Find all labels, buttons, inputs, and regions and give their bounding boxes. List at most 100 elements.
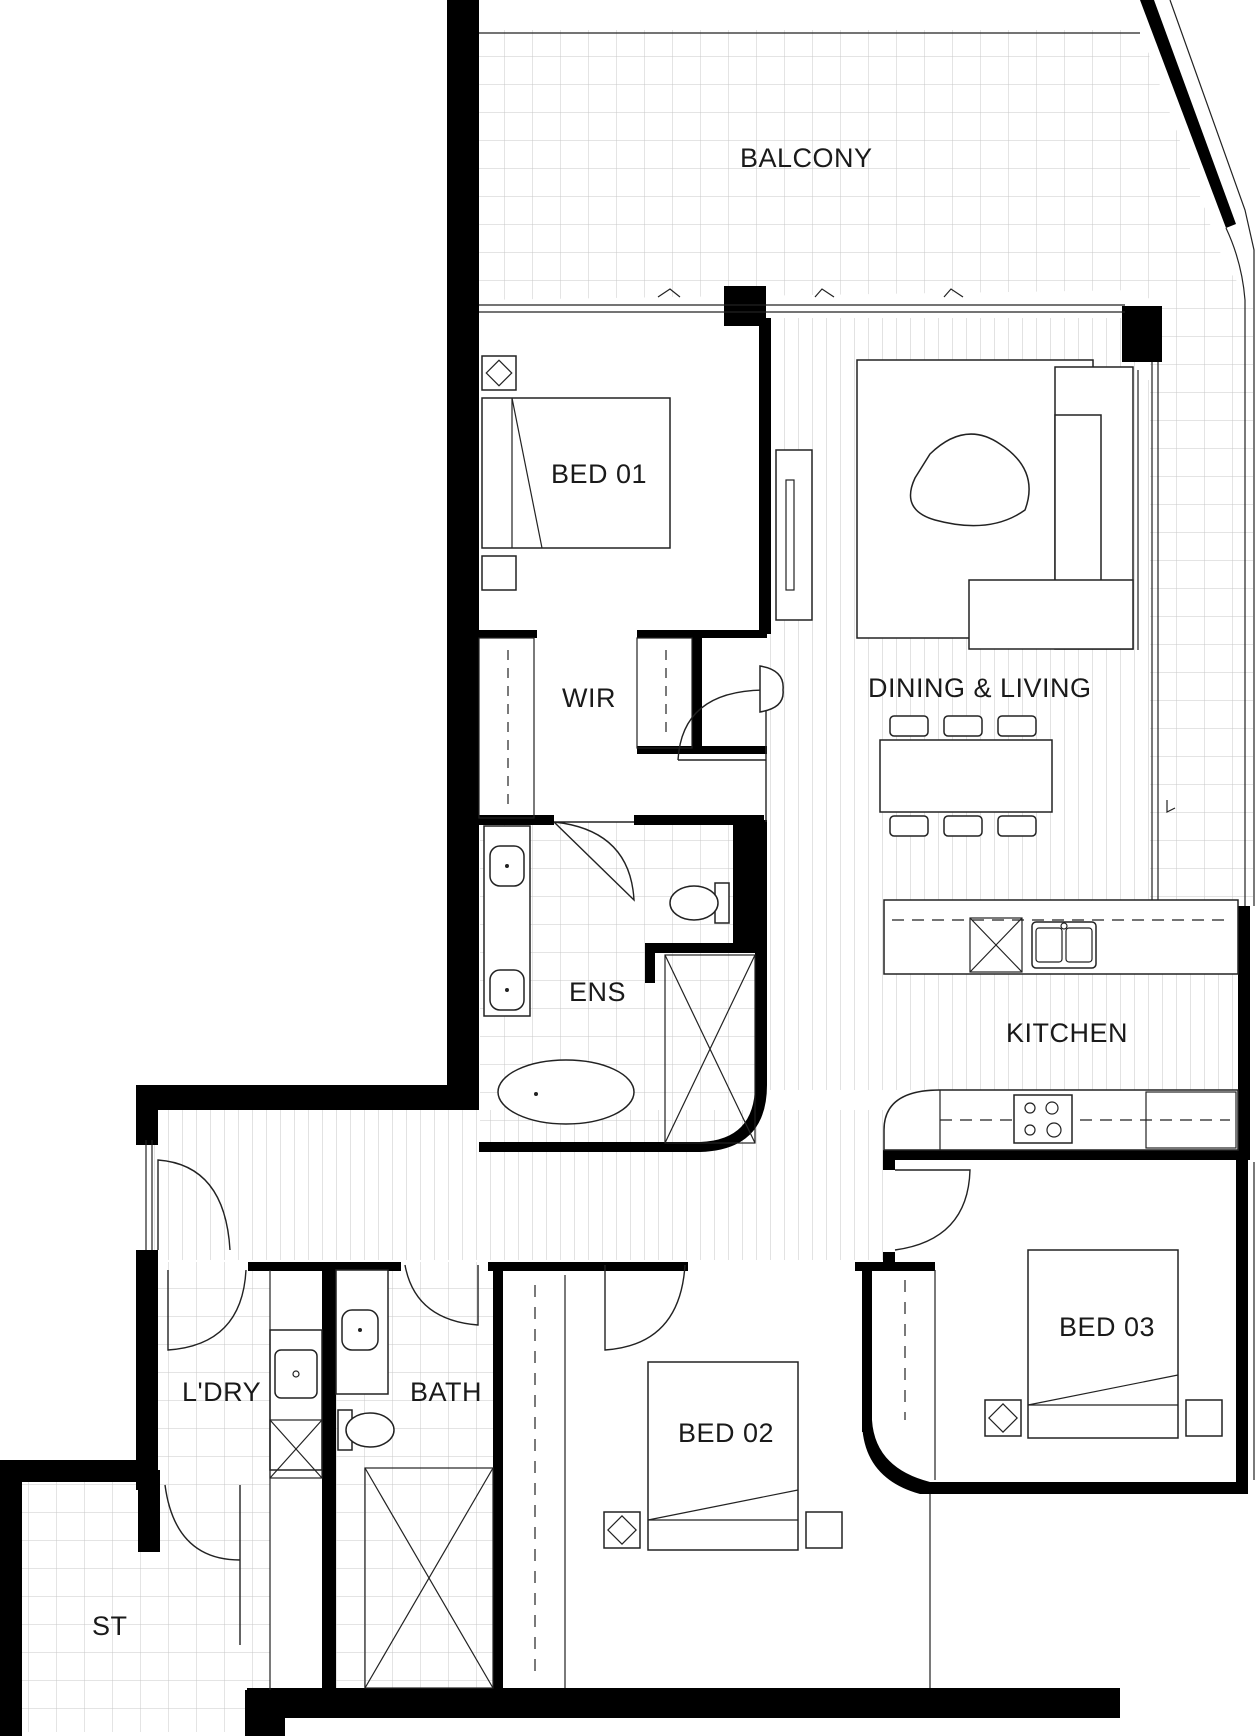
label-bed03: BED 03	[1059, 1312, 1155, 1342]
column-northeast	[1122, 306, 1162, 362]
entry-door-swing	[157, 1159, 231, 1251]
bath-toilet-bowl	[345, 1412, 395, 1448]
ens-door-swing	[553, 821, 635, 902]
chair-1	[889, 715, 929, 737]
wall-store-jamb	[245, 1690, 267, 1736]
wall-bed03-door-jamb-low	[883, 1252, 895, 1266]
column-balcony	[724, 286, 766, 326]
sofa-chaise	[968, 579, 1134, 650]
wall-south-main	[247, 1688, 1120, 1718]
wall-wir-south	[479, 630, 537, 638]
chair-5	[943, 815, 983, 837]
bed01-side-table-bottom	[481, 555, 517, 591]
slide-arrow-4	[1166, 800, 1176, 813]
bath-door-swing	[404, 1264, 479, 1326]
wall-west-main	[447, 0, 479, 1092]
balcony-floor	[477, 30, 1253, 906]
wall-store-east	[138, 1470, 160, 1552]
bed01-side-table-top	[481, 355, 517, 391]
glazing-lines	[479, 288, 1255, 1688]
chair-3	[997, 715, 1037, 737]
wall-bed02-east	[862, 1262, 872, 1432]
wall-kitchen-south	[883, 1150, 1241, 1160]
bed02-side-table-left	[603, 1511, 641, 1549]
label-dining-living: DINING & LIVING	[868, 673, 1092, 703]
entry-fittings	[145, 1140, 971, 1645]
room-labels: BALCONY BED 01 WIR DINING & LIVING ENS K…	[92, 143, 1155, 1641]
slide-arrow-2	[814, 288, 835, 298]
wall-corridor-south-c	[855, 1262, 935, 1271]
bed02-bed	[647, 1361, 799, 1551]
wall-wir-bottom	[637, 746, 767, 754]
wall-kitchen-east	[1238, 906, 1250, 1160]
wall-bed01-east	[759, 318, 771, 634]
laundry-fixtures	[269, 1270, 323, 1690]
laundry-door-swing	[167, 1269, 247, 1351]
wall-corridor-south-b	[488, 1262, 688, 1271]
wall-store-west	[0, 1460, 22, 1736]
ens-shower	[664, 954, 756, 1144]
label-ens: ENS	[569, 977, 626, 1007]
slide-arrow-3	[943, 288, 964, 298]
living-furniture	[856, 359, 1139, 837]
ensuite-fixtures	[483, 821, 756, 1144]
label-kitchen: KITCHEN	[1006, 1018, 1128, 1048]
bed02-side-table-right	[805, 1511, 843, 1549]
label-bed02: BED 02	[678, 1418, 774, 1448]
label-storage: ST	[92, 1611, 128, 1641]
kitchen-sink	[1031, 921, 1097, 969]
bed02-door-swing	[604, 1264, 686, 1351]
bath-fixtures	[335, 1269, 494, 1689]
bed03-furniture	[904, 1249, 1223, 1480]
laundry-tub	[274, 1349, 318, 1399]
wall-bed03-curve	[862, 1420, 1240, 1494]
wall-corridor-north	[136, 1085, 479, 1110]
chair-6	[997, 815, 1037, 837]
wall-ens-curve	[479, 950, 767, 1152]
cooktop	[1013, 1094, 1073, 1144]
kitchen-fridge	[1145, 1091, 1237, 1149]
ens-bathtub	[497, 1059, 635, 1125]
island-dishwasher	[969, 917, 1023, 973]
wall-bed03-door-jamb	[883, 1150, 895, 1170]
bed03-side-table-right	[1185, 1399, 1223, 1437]
wall-wir-pier	[692, 630, 702, 746]
label-balcony: BALCONY	[740, 143, 873, 173]
wir-robe-left	[478, 637, 535, 819]
bed03-side-table-left	[984, 1399, 1022, 1437]
wall-corridor-west	[136, 1085, 158, 1145]
wall-ens-shower	[645, 943, 765, 953]
bed01-bed	[481, 397, 671, 549]
floor-finishes	[20, 30, 1253, 1732]
bed03-bed	[1027, 1249, 1179, 1439]
label-bed01: BED 01	[551, 459, 647, 489]
store-door-swing	[164, 1484, 241, 1645]
label-laundry: L'DRY	[182, 1377, 261, 1407]
wall-ens-north-right	[634, 815, 764, 825]
wall-store-north	[0, 1460, 158, 1482]
kitchen-fixtures	[883, 899, 1239, 1151]
ens-toilet-bowl	[669, 885, 719, 921]
wir-fittings	[478, 637, 784, 822]
wall-bed03-east	[1236, 1160, 1248, 1494]
wall-ens-north-left	[479, 815, 554, 825]
wir-door-swing	[677, 689, 767, 761]
chair-2	[943, 715, 983, 737]
bed03-door-swing	[894, 1169, 971, 1251]
balcony-glazing	[1169, 0, 1255, 906]
slide-arrow-1	[657, 288, 681, 298]
wall-ens-shower-left	[645, 943, 655, 983]
coffee-table	[909, 433, 1030, 527]
label-wir: WIR	[562, 683, 616, 713]
wall-laundry-bath	[322, 1262, 336, 1710]
bed01-furniture	[481, 355, 813, 621]
wall-balcony-edge	[1140, 0, 1236, 228]
sofa-seat	[1054, 414, 1102, 582]
wall-west-lower	[136, 1250, 158, 1490]
wall-ens-wc-side	[733, 820, 767, 950]
chair-4	[889, 815, 929, 837]
balcony-glazing-inner	[1225, 227, 1246, 906]
label-bath: BATH	[410, 1377, 482, 1407]
